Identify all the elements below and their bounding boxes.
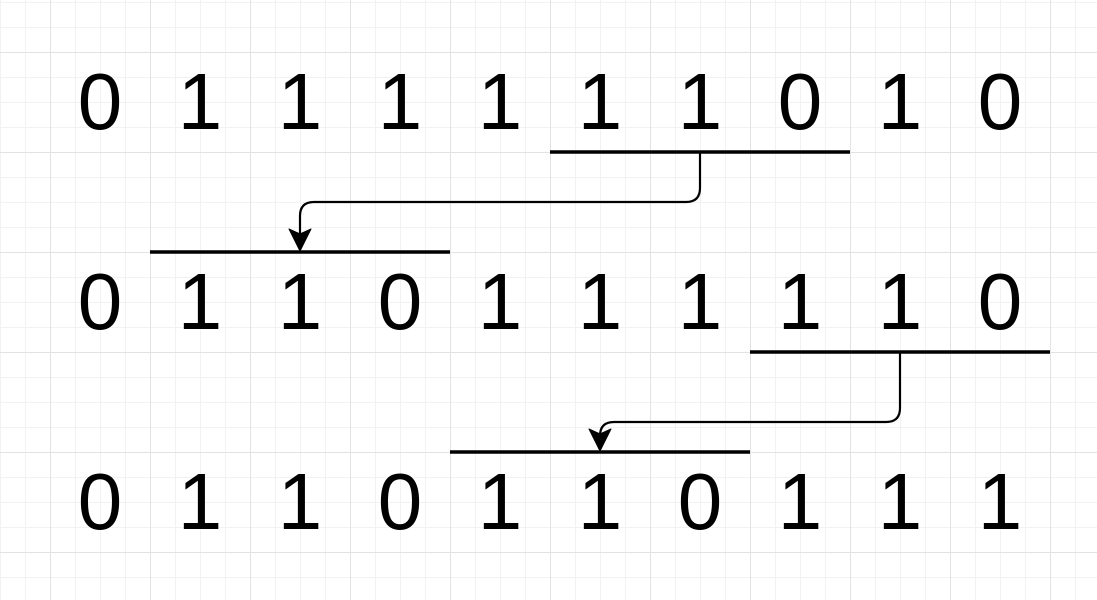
bit-digit: 1 [177,257,223,346]
bit-digit: 1 [477,57,523,146]
bit-digit: 1 [277,57,323,146]
bit-digit: 1 [177,57,223,146]
bit-digit: 1 [677,257,723,346]
move-arrow-1-arrowhead-icon [288,228,312,252]
bit-digit: 1 [577,257,623,346]
bit-digit: 1 [277,257,323,346]
bit-digit: 1 [477,457,523,546]
move-arrow-2 [598,352,902,437]
bit-digit: 1 [977,457,1023,546]
bit-digit: 1 [477,257,523,346]
bit-digit: 1 [777,457,823,546]
bit-digit: 1 [277,457,323,546]
bit-digit: 0 [777,57,823,146]
bit-digit: 1 [177,457,223,546]
bit-digit: 0 [677,457,723,546]
bit-digit: 0 [977,257,1023,346]
bit-digit: 1 [877,457,923,546]
bit-digit: 1 [377,57,423,146]
bit-digit: 1 [577,457,623,546]
bit-digit: 0 [77,457,123,546]
bit-digit: 1 [577,57,623,146]
bit-digit: 1 [877,257,923,346]
move-arrow-2-arrowhead-icon [588,428,612,452]
move-arrow-1 [298,152,702,234]
bit-digit: 1 [877,57,923,146]
bit-digit: 0 [377,257,423,346]
bit-digit: 1 [677,57,723,146]
bit-digit: 1 [777,257,823,346]
bit-digit: 0 [377,457,423,546]
bit-digit: 0 [77,57,123,146]
bit-digit: 0 [977,57,1023,146]
bit-digit: 0 [77,257,123,346]
